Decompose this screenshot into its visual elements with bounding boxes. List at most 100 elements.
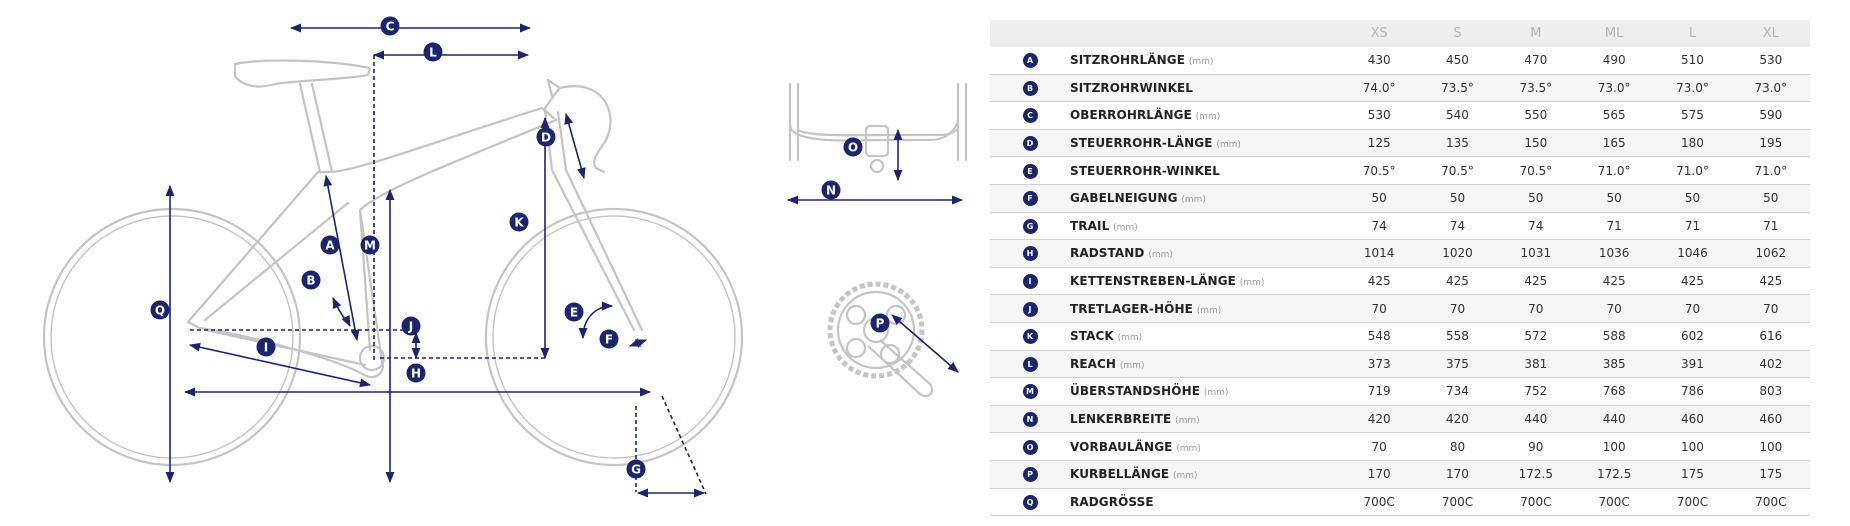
value-cell: 420 — [1418, 405, 1497, 434]
parameter-name: TRETLAGER-HÖHE — [1070, 301, 1193, 316]
value-cell: 74 — [1418, 212, 1497, 241]
handlebar-front-view — [788, 82, 968, 174]
label-letter: C — [386, 20, 395, 34]
value-cell: 440 — [1574, 405, 1654, 434]
value-cell: 558 — [1418, 322, 1497, 351]
row-letter-cell: L — [990, 350, 1070, 379]
value-cell: 71 — [1653, 212, 1732, 241]
parameter-unit: (mm) — [1239, 278, 1265, 289]
label-circle — [564, 302, 584, 322]
value-cell: 588 — [1574, 322, 1654, 351]
label-letter: H — [411, 367, 421, 381]
value-cell: 73.5° — [1418, 74, 1497, 103]
crankset-view — [827, 281, 934, 398]
value-cell: 719 — [1340, 377, 1419, 406]
value-cell: 170 — [1418, 460, 1497, 489]
value-cell: 420 — [1340, 405, 1419, 434]
label-circle — [401, 316, 421, 336]
parameter-name: STEUERROHR-WINKEL — [1070, 163, 1220, 178]
value-cell: 1036 — [1574, 239, 1654, 268]
size-header-row: XS S M ML L XL — [990, 20, 1810, 47]
label-circle — [536, 127, 556, 147]
label-letter: O — [848, 141, 858, 155]
diagram-label: Q — [150, 300, 170, 320]
parameter-name: REACH — [1070, 356, 1117, 371]
size-header: ML — [1574, 20, 1654, 47]
row-letter-cell: M — [990, 377, 1070, 406]
value-cell: 700C — [1418, 488, 1497, 517]
label-letter: B — [306, 274, 315, 288]
parameter-name-cell: SITZROHRWINKEL — [1070, 74, 1340, 103]
row-letter-cell: F — [990, 184, 1070, 213]
value-cell: 73.5° — [1496, 74, 1575, 103]
seatpost — [298, 82, 334, 174]
value-cell: 700C — [1574, 488, 1654, 517]
value-cell: 50 — [1731, 184, 1810, 213]
diagram-label: M — [360, 235, 380, 255]
row-letter-cell: D — [990, 129, 1070, 158]
parameter-unit: (mm) — [1117, 333, 1143, 344]
value-cell: 125 — [1340, 129, 1419, 158]
diagram-label: E — [564, 302, 584, 322]
parameter-name-cell: VORBAULÄNGE (mm) — [1070, 432, 1340, 461]
row-letter-cell: B — [990, 74, 1070, 103]
value-cell: 1014 — [1340, 239, 1419, 268]
letter-badge: C — [1022, 108, 1038, 124]
value-cell: 470 — [1496, 47, 1575, 75]
value-cell: 70 — [1496, 294, 1575, 323]
value-cell: 786 — [1653, 377, 1732, 406]
letter-badge: O — [1022, 439, 1038, 455]
value-cell: 548 — [1340, 322, 1419, 351]
parameter-unit: (mm) — [1181, 195, 1206, 206]
parameter-unit: (mm) — [1175, 416, 1200, 427]
label-letter: M — [364, 239, 376, 253]
row-letter-cell: C — [990, 101, 1070, 130]
label-circle — [320, 235, 340, 255]
value-cell: 425 — [1574, 267, 1654, 296]
label-circle — [406, 363, 426, 383]
letter-badge: Q — [1022, 494, 1038, 510]
letter-badge: B — [1022, 80, 1038, 96]
parameter-unit: (mm) — [1173, 471, 1198, 482]
parameter-name-cell: KURBELLÄNGE (mm) — [1070, 460, 1340, 489]
parameter-name-cell: TRETLAGER-HÖHE (mm) — [1070, 294, 1340, 323]
letter-badge: D — [1022, 136, 1038, 152]
parameter-unit: (mm) — [1216, 140, 1241, 151]
value-cell: 70 — [1574, 294, 1654, 323]
value-cell: 1046 — [1653, 239, 1732, 268]
value-cell: 50 — [1653, 184, 1732, 213]
value-cell: 734 — [1418, 377, 1497, 406]
value-cell: 700C — [1731, 488, 1810, 517]
parameter-name: STEUERROHR-LÄNGE — [1070, 136, 1213, 151]
value-cell: 402 — [1731, 350, 1810, 379]
value-cell: 70 — [1418, 294, 1497, 323]
parameter-name-cell: RADSTAND (mm) — [1070, 239, 1340, 268]
label-letter: D — [541, 131, 551, 145]
parameter-name: RADGRÖSSE — [1070, 494, 1154, 509]
parameter-name-cell: KETTENSTREBEN-LÄNGE (mm) — [1070, 267, 1340, 296]
value-cell: 74.0° — [1340, 74, 1419, 103]
parameter-name: KURBELLÄNGE — [1070, 467, 1170, 482]
parameter-name: RADSTAND — [1070, 246, 1145, 261]
label-letter: K — [514, 216, 524, 230]
value-cell: 460 — [1731, 405, 1810, 434]
parameter-name: KETTENSTREBEN-LÄNGE — [1070, 274, 1236, 289]
parameter-name: OBERROHRLÄNGE — [1070, 108, 1192, 123]
value-cell: 165 — [1574, 129, 1654, 158]
dimension-lines — [165, 23, 964, 498]
value-cell: 80 — [1418, 432, 1497, 461]
saddle — [233, 59, 372, 88]
value-cell: 373 — [1340, 350, 1419, 379]
value-cell: 73.0° — [1574, 74, 1654, 103]
diagram-label: H — [406, 363, 426, 383]
row-letter-cell: H — [990, 239, 1070, 268]
value-cell: 195 — [1731, 129, 1810, 158]
value-cell: 590 — [1731, 101, 1810, 130]
row-letter-cell: Q — [990, 488, 1070, 517]
value-cell: 73.0° — [1731, 74, 1810, 103]
